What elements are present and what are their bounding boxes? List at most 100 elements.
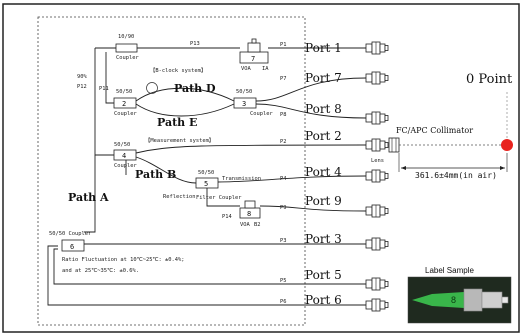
port-label: Port 9 (305, 194, 342, 208)
label-path-d: Path D (174, 82, 216, 95)
distance-label: 361.6±4mm(in air) (415, 171, 497, 180)
label-filter-coupler: Filter Coupler (196, 195, 242, 201)
sample-number: 8 (451, 295, 456, 305)
lens-label: Lens (371, 158, 384, 164)
coupler-1-name: Coupler (116, 55, 139, 61)
port-6: Port 6 (305, 293, 342, 307)
outer-frame (2, 3, 520, 333)
fc-apc-connector-icon (365, 41, 389, 55)
coupler-2-number: 2 (122, 100, 126, 108)
fc-apc-connector-icon (365, 298, 389, 312)
fc-apc-connector-icon (365, 277, 389, 291)
port-label: Port 7 (305, 71, 342, 85)
collimator (388, 137, 400, 153)
coupler-2-name: Coupler (114, 111, 137, 117)
label-p11: P11 (99, 86, 109, 92)
enclosure-box (37, 16, 306, 326)
coupler-6-label: 50/50 Coupler (49, 231, 92, 237)
coupler-3: 3 50/50 Coupler (233, 89, 273, 117)
coupler-5-number: 5 (204, 180, 208, 188)
label-clock-system: 【B-clock system】 (150, 67, 206, 74)
coupler-5-ratio: 50/50 (198, 170, 214, 176)
dimension-arrow-left (401, 166, 406, 170)
port-9: Port 9 (305, 194, 342, 208)
label-path-e: Path E (157, 116, 197, 129)
delay-loop (146, 82, 158, 94)
ratio-note-line2: and at 25℃~35℃: ±0.6%. (62, 268, 139, 274)
line-trunk-c6 (84, 155, 96, 233)
coupler-3-name: Coupler (250, 111, 273, 117)
tag-p7: P7 (280, 76, 287, 82)
coupler-4: 4 50/50 Coupler (113, 142, 137, 169)
label-transmission: Transmission (222, 176, 261, 182)
label-p14: P14 (222, 214, 232, 220)
fc-apc-connector-icon (365, 237, 389, 251)
label-path-a: Path A (68, 191, 109, 204)
path-d-fiber (135, 87, 235, 102)
port-label: Port 2 (305, 129, 342, 143)
fc-apc-connector-icon (365, 71, 389, 85)
coupler-4-ratio: 50/50 (114, 142, 130, 148)
voa-7: 7 VOA IA (239, 38, 269, 72)
label-p13: P13 (190, 41, 200, 47)
ratio-note-line1: Ratio Fluctuation at 10℃~25℃: ±0.4%; (62, 257, 184, 263)
line-voa8-port9 (259, 205, 367, 212)
coupler-1: 10/90 Coupler (115, 34, 139, 61)
line-c6-port5 (53, 248, 366, 285)
port-8: Port 8 (305, 102, 342, 116)
coupler-4-name: Coupler (114, 163, 137, 169)
voa-8-tag: B2 (254, 222, 261, 228)
port-label: Port 8 (305, 102, 342, 116)
coupler-1-ratio: 10/90 (118, 34, 134, 40)
line-c1-c2 (105, 52, 114, 104)
port-5: Port 5 (305, 268, 342, 282)
collimator-label: FC/APC Collimator (396, 126, 473, 135)
tag-p2: P2 (280, 139, 287, 145)
sample-connector-head (481, 291, 503, 309)
tag-p4: P4 (280, 176, 287, 182)
coupler-3-ratio: 50/50 (236, 89, 252, 95)
sample-ferrule-body (463, 288, 483, 312)
label-p12: P12 (77, 84, 87, 90)
line-c6-port6 (47, 245, 366, 306)
line-c3-port7 (255, 77, 367, 102)
path-e-fiber (135, 103, 235, 117)
coupler-6: 6 50/50 Coupler (49, 231, 92, 252)
line-c3-port8 (255, 103, 367, 119)
fc-apc-connector-icon (365, 204, 389, 218)
coupler-3-number: 3 (242, 100, 246, 108)
zero-point-dot (501, 139, 513, 151)
line-c4-c5 (135, 156, 197, 184)
tag-p5: P5 (280, 278, 287, 284)
tag-p3: P3 (280, 238, 287, 244)
label-reflection: Reflection (163, 194, 195, 200)
label-measurement-system: 【Measurement system】 (145, 137, 214, 144)
label-path-b: Path B (135, 168, 176, 181)
coupler-2: 2 50/50 Coupler (113, 89, 137, 117)
tag-p1: P1 (280, 42, 287, 48)
port-label: Port 6 (305, 293, 342, 307)
label-sample-title: Label Sample (425, 266, 474, 275)
fc-apc-connector-icon (365, 111, 389, 125)
coupler-4-number: 4 (122, 152, 126, 160)
voa-8-name: VOA (240, 222, 250, 228)
port-7: Port 7 (305, 71, 342, 85)
fc-apc-connector-icon (365, 169, 389, 183)
label-90-percent: 90% (77, 74, 87, 80)
port-4: Port 4 (305, 165, 342, 179)
coupler-6-number: 6 (70, 243, 74, 251)
fc-apc-connector-icon (365, 138, 389, 152)
sample-tip (501, 296, 509, 304)
line-c5-voa8 (206, 188, 240, 207)
coupler-2-ratio: 50/50 (116, 89, 132, 95)
port-2: Port 2 (305, 129, 342, 143)
tag-p9: P9 (280, 205, 287, 211)
voa-7-tag: IA (262, 66, 269, 72)
port-label: Port 3 (305, 232, 342, 246)
line-c4-port2 (135, 144, 367, 154)
coupler-5: 5 50/50 (195, 170, 219, 189)
voa-7-number: 7 (251, 55, 255, 63)
trunk-line-left (94, 48, 114, 156)
